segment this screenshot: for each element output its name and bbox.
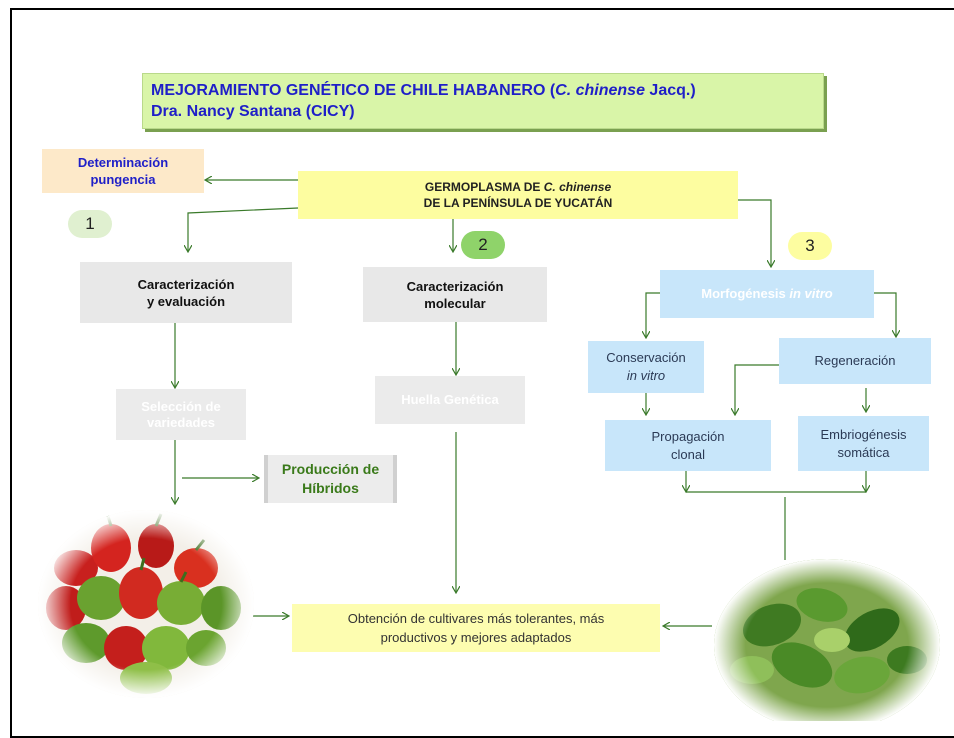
molecular-line2: molecular	[424, 295, 486, 311]
arrow-to-morfogenesis	[738, 199, 771, 266]
germoplasma-species: C. chinense	[543, 180, 612, 194]
conservacion-line1: Conservación	[606, 350, 686, 365]
pungencia-line2: pungencia	[90, 172, 156, 187]
box-determinacion-pungencia: Determinación pungencia	[42, 149, 204, 193]
box-huella-genetica: Huella Genética	[375, 376, 525, 424]
box-produccion-hibridos: Producción de Híbridos	[264, 455, 397, 503]
hibridos-line1: Producción de	[281, 461, 380, 477]
embriogenesis-line1: Embriogénesis	[820, 426, 907, 442]
connector-arrows	[0, 0, 954, 721]
box-resultado-cultivares: Obtención de cultivares más tolerantes, …	[292, 604, 660, 652]
step-number-2: 2	[461, 231, 505, 259]
resultado-line1: Obtención de cultivares más tolerantes, …	[347, 611, 605, 626]
hibridos-line2: Híbridos	[302, 480, 359, 496]
step-number-3: 3	[788, 232, 832, 260]
title-line1-end: Jacq.)	[644, 82, 696, 99]
seleccion-line1: Selección de	[141, 398, 221, 414]
molecular-line1: Caracterización	[406, 278, 504, 294]
pungencia-line1: Determinación	[77, 155, 169, 170]
propagacion-line2: clonal	[671, 446, 705, 462]
seleccion-line2: variedades	[147, 414, 215, 430]
box-embriogenesis-somatica: Embriogénesis somática	[798, 416, 929, 471]
title-line1-text: MEJORAMIENTO GENÉTICO DE CHILE HABANERO …	[151, 82, 556, 99]
caracterizacion-line1: Caracterización	[137, 276, 235, 292]
arrow-to-caracterizacion	[188, 207, 299, 251]
diagram-title: MEJORAMIENTO GENÉTICO DE CHILE HABANERO …	[142, 73, 824, 129]
plantlets-photo	[714, 559, 940, 721]
arrow-regeneracion-propagacion	[735, 364, 779, 414]
conservacion-italic: in vitro	[626, 368, 666, 383]
box-conservacion-in-vitro: Conservación in vitro	[588, 341, 704, 393]
morfogenesis-text: Morfogénesis	[701, 286, 790, 301]
germoplasma-line2: DE LA PENÍNSULA DE YUCATÁN	[423, 196, 613, 210]
arrow-to-regeneracion	[874, 292, 896, 336]
box-germoplasma: GERMOPLASMA DE C. chinense DE LA PENÍNSU…	[298, 171, 738, 219]
step-number-1: 1	[68, 210, 112, 238]
title-author: Dra. Nancy Santana (CICY)	[151, 103, 355, 120]
morfogenesis-italic: in vitro	[789, 286, 833, 301]
title-species: C. chinense	[555, 82, 645, 99]
box-morfogenesis: Morfogénesis in vitro	[660, 270, 874, 318]
resultado-line2: productivos y mejores adaptados	[380, 630, 572, 645]
caracterizacion-line2: y evaluación	[146, 293, 226, 309]
germoplasma-text: GERMOPLASMA DE	[424, 180, 544, 194]
box-propagacion-clonal: Propagación clonal	[605, 420, 771, 471]
embriogenesis-line2: somática	[837, 444, 890, 460]
box-regeneracion: Regeneración	[779, 338, 931, 384]
arrow-to-conservacion	[646, 292, 660, 337]
propagacion-line1: Propagación	[651, 428, 725, 444]
habanero-peppers-photo	[38, 510, 254, 698]
